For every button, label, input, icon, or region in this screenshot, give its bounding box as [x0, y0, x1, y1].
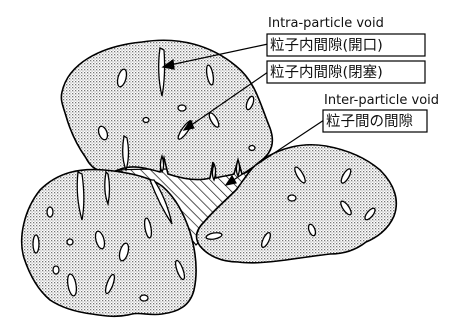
intra-particle-open-label: 粒子内間隙(開口) — [270, 37, 383, 54]
intra-particle-closed-label: 粒子内間隙(閉塞) — [270, 63, 383, 81]
intra-particle-void-label: Intra-particle void — [268, 16, 384, 31]
top-particle — [61, 40, 272, 179]
inter-particle-jp-label: 粒子間の間隙 — [326, 113, 413, 130]
inter-particle-void-label: Inter-particle void — [324, 93, 439, 108]
